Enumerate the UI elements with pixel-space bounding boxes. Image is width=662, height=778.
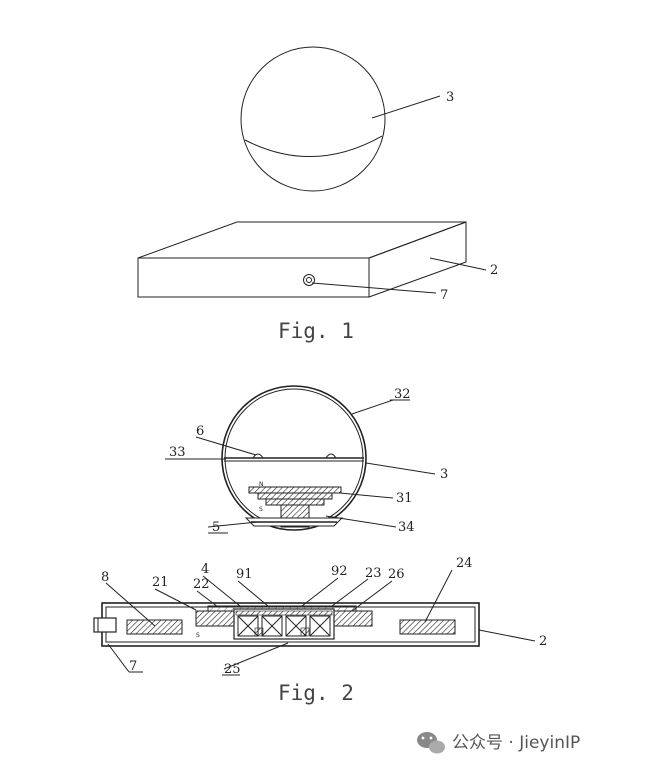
label-31: 31	[396, 491, 413, 506]
levitating-sphere: 3	[240, 46, 454, 192]
figure-1: 3 2 7 Fig. 1	[137, 46, 498, 343]
label-ball: 3	[446, 90, 454, 105]
label-7: 7	[129, 659, 137, 674]
pole-south-base: S	[196, 632, 200, 639]
caption-fig1: Fig. 1	[278, 319, 354, 343]
label-92: 92	[331, 564, 348, 579]
label-5: 5	[212, 520, 220, 535]
watermark-text: 公众号 · JieyinIP	[452, 733, 580, 753]
label-8: 8	[101, 570, 109, 585]
label-32: 32	[394, 387, 411, 402]
sphere-cross-section: N S	[221, 385, 367, 531]
base-box: 2 7	[137, 221, 498, 303]
label-24: 24	[456, 556, 473, 571]
label-34: 34	[398, 520, 415, 535]
label-33: 33	[169, 445, 186, 460]
label-2: 2	[539, 634, 547, 649]
label-6: 6	[196, 424, 204, 439]
wechat-icon	[417, 732, 445, 754]
label-25: 25	[224, 662, 241, 677]
pole-north: N	[259, 481, 264, 488]
label-91: 91	[236, 567, 253, 582]
pole-south: S	[259, 506, 263, 513]
label-26: 26	[388, 567, 405, 582]
label-22: 22	[193, 577, 210, 592]
switch-button	[303, 274, 315, 286]
base-cross-section: S	[93, 602, 480, 647]
caption-fig2: Fig. 2	[278, 681, 354, 705]
watermark: 公众号 · JieyinIP	[417, 732, 580, 754]
label-button: 7	[440, 288, 448, 303]
figure-2: N S 32 6 33 3 31 5 34	[93, 385, 547, 705]
label-3: 3	[440, 467, 448, 482]
label-23: 23	[365, 566, 382, 581]
coil-windings	[237, 615, 331, 637]
label-base: 2	[490, 263, 498, 278]
label-4: 4	[201, 562, 209, 577]
label-21: 21	[152, 575, 169, 590]
